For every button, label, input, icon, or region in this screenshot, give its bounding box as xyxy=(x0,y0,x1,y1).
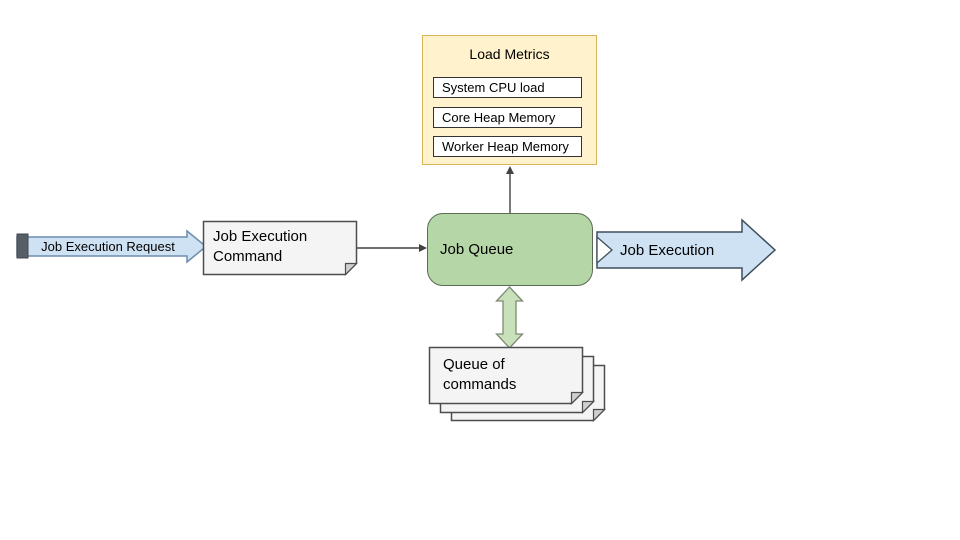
job-execution-request-arrow xyxy=(16,229,208,264)
load-metrics-title: Load Metrics xyxy=(469,46,550,62)
metric-system-cpu-load: System CPU load xyxy=(433,77,582,98)
note-fold-icon xyxy=(344,262,358,276)
queue-stack-note-front xyxy=(428,346,584,405)
note-fold-icon xyxy=(592,408,606,422)
metric-core-heap-memory: Core Heap Memory xyxy=(433,107,582,128)
job-execution-label: Job Execution xyxy=(620,242,715,259)
job-queue-label: Job Queue xyxy=(440,241,514,258)
request-arrow-anchor-bar xyxy=(16,233,29,259)
job-execution-arrow xyxy=(596,218,777,282)
load-metrics-box: Load Metrics System CPU load Core Heap M… xyxy=(422,35,597,165)
note-fold-icon xyxy=(570,391,584,405)
metric-worker-heap-memory: Worker Heap Memory xyxy=(433,136,582,157)
arrowhead-up-icon xyxy=(506,166,514,174)
job-queue-node: Job Queue xyxy=(427,213,593,286)
job-execution-request-label: Job Execution Request xyxy=(41,239,175,254)
job-execution-command-label: Job Execution Command xyxy=(213,228,312,265)
note-fold-icon xyxy=(581,400,595,414)
queue-sync-double-arrow xyxy=(495,286,524,349)
arrow-tail-notch-icon xyxy=(596,235,613,265)
arrowhead-right-icon xyxy=(419,244,427,252)
queue-of-commands-label: Queue of commands xyxy=(443,356,517,393)
